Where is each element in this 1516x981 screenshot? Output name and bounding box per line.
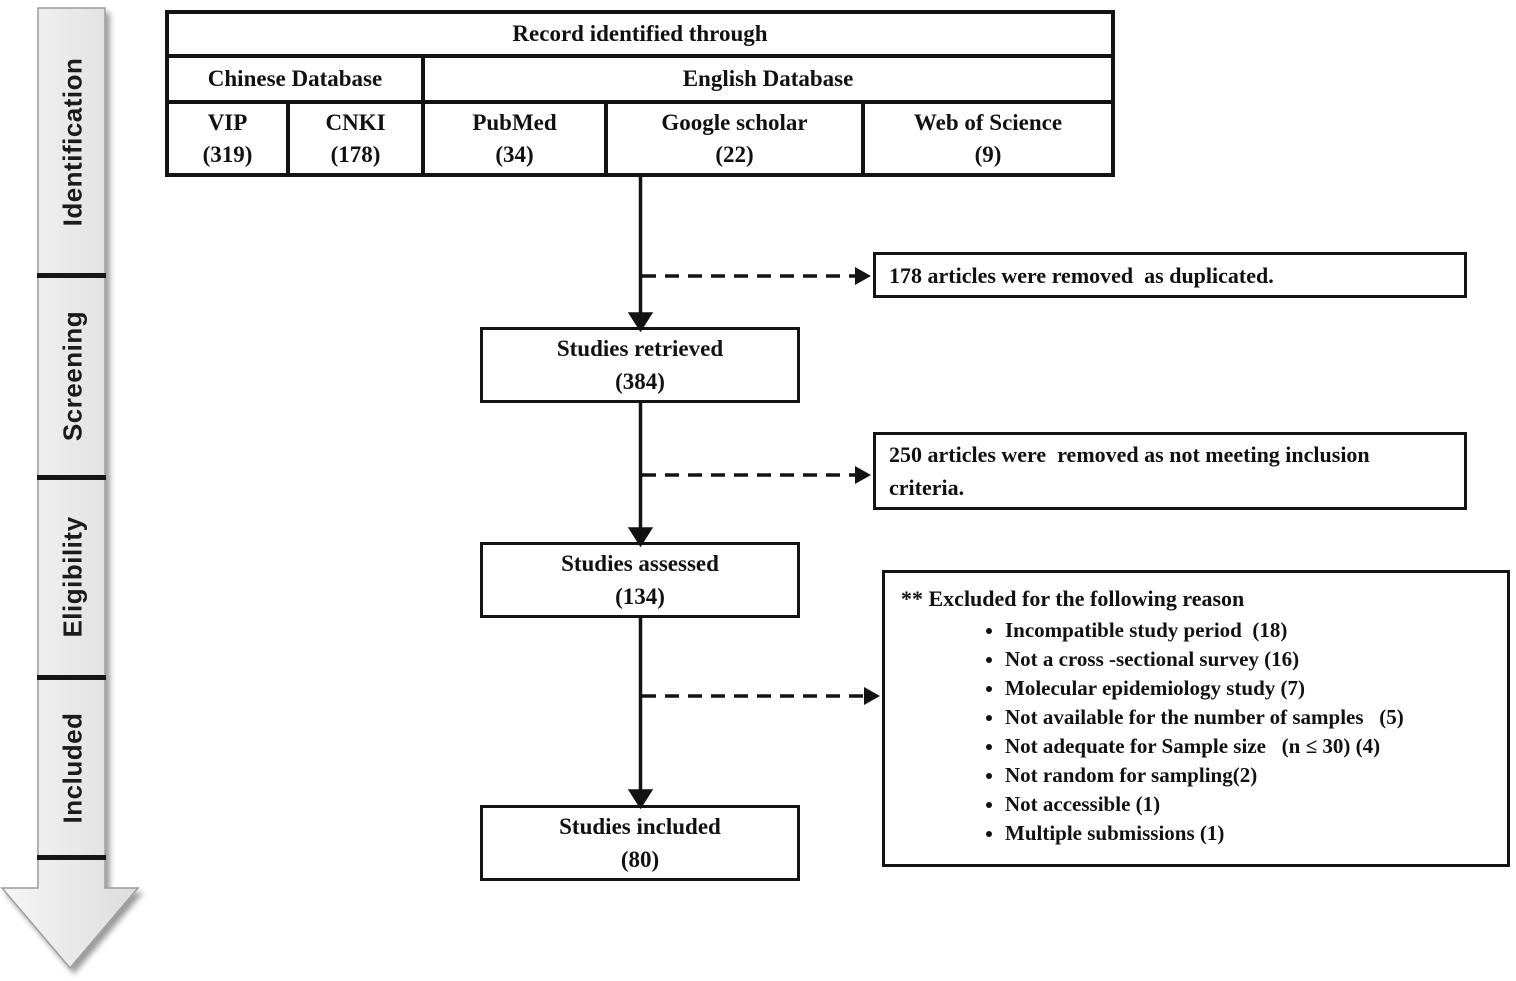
source-name: CNKI [325,110,386,136]
source-google-scholar: Google scholar (22) [608,104,865,173]
source-count: (34) [495,141,534,167]
excluded-item: Molecular epidemiology study (7) [1005,674,1493,703]
source-count: (178) [330,141,381,167]
group-chinese-database: Chinese Database [169,58,425,100]
excluded-list: Incompatible study period (18) Not a cro… [901,616,1493,848]
studies-included-box: Studies included (80) [480,805,800,881]
excluded-item: Not random for sampling(2) [1005,761,1493,790]
source-vip: VIP (319) [169,104,290,173]
flow-box-label: Studies assessed [561,550,719,576]
excluded-item: Not a cross -sectional survey (16) [1005,645,1493,674]
source-count: (9) [974,141,1002,167]
excluded-reasons-box: ** Excluded for the following reason Inc… [882,570,1510,867]
phase-divider-4 [37,855,106,860]
phase-label-identification: Identification [57,57,88,227]
inclusion-criteria-note: 250 articles were removed as not meeting… [873,432,1467,510]
group-english-database: English Database [682,66,854,92]
phase-divider-3 [37,675,106,680]
records-table: Record identified through Chinese Databa… [165,10,1115,177]
arrowhead-down-3 [627,789,654,810]
source-count: (319) [202,141,253,167]
excluded-item: Not available for the number of samples … [1005,703,1493,732]
flow-box-label: Studies included [559,813,721,839]
flow-box-count: (134) [615,584,665,609]
arrowhead-right-3 [864,687,880,705]
duplicates-removed-note: 178 articles were removed as duplicated. [873,252,1467,298]
excluded-item: Multiple submissions (1) [1005,819,1493,848]
studies-assessed-box: Studies assessed (134) [480,542,800,618]
excluded-item: Not adequate for Sample size (n ≤ 30) (4… [1005,732,1493,761]
excluded-heading: ** Excluded for the following reason [901,586,1245,611]
arrowhead-right-2 [855,466,871,484]
records-table-title: Record identified through [512,21,768,47]
note-text: 250 articles were removed as not meeting… [889,442,1376,500]
arrowhead-right-1 [855,267,871,285]
source-count: (22) [715,141,754,167]
source-cnki: CNKI (178) [290,104,425,173]
source-name: PubMed [472,110,557,136]
phase-label-included: Included [57,712,88,824]
excluded-item: Not accessible (1) [1005,790,1493,819]
source-name: Web of Science [913,110,1063,136]
phase-arrow-body [0,7,140,970]
phase-label-eligibility: Eligibility [57,516,88,638]
excluded-item: Incompatible study period (18) [1005,616,1493,645]
flow-box-count: (384) [615,369,665,394]
source-name: Google scholar [661,110,808,136]
source-web-of-science: Web of Science (9) [865,104,1111,173]
note-text: 178 articles were removed as duplicated. [889,262,1274,288]
flow-box-label: Studies retrieved [556,335,724,361]
studies-retrieved-box: Studies retrieved (384) [480,327,800,403]
flow-box-count: (80) [620,847,660,872]
source-name: VIP [207,110,248,136]
down-arrow-shape [0,7,140,970]
phase-divider-1 [37,273,106,278]
phase-arrow-sidebar: Identification Screening Eligibility Inc… [0,0,170,981]
source-pubmed: PubMed (34) [425,104,608,173]
phase-divider-2 [37,475,106,480]
phase-label-screening: Screening [57,310,88,442]
